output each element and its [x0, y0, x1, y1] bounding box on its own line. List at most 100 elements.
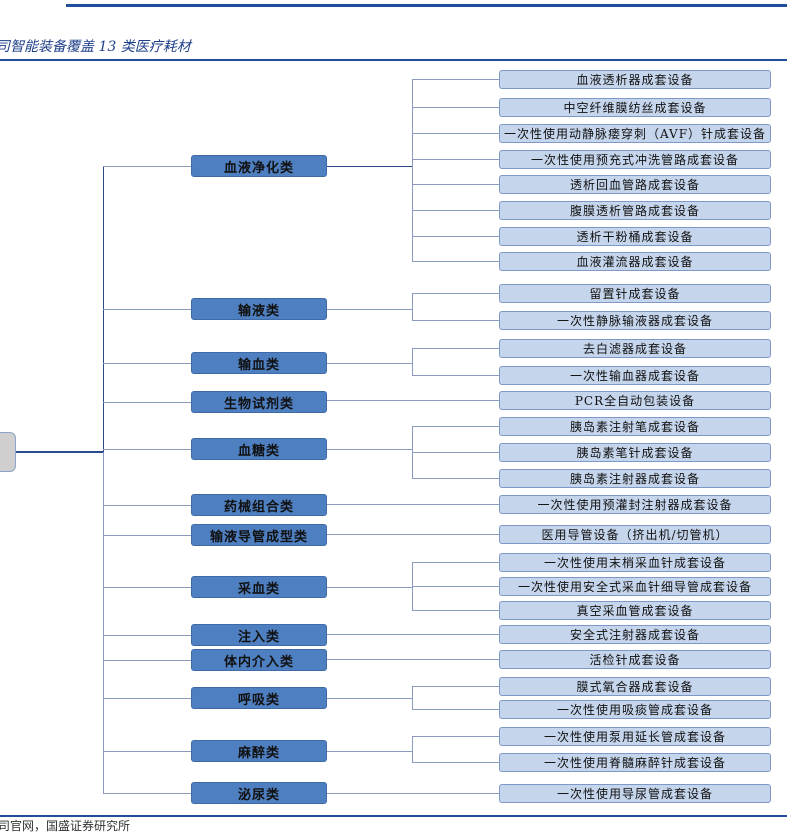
- connector-line: [327, 504, 499, 505]
- equipment-node: 真空采血管成套设备: [499, 601, 771, 620]
- connector-line: [412, 736, 499, 737]
- connector-line: [103, 635, 191, 636]
- category-node: 生物试剂类: [191, 391, 327, 413]
- category-node: 输液类: [191, 298, 327, 320]
- equipment-node: 腹膜透析管路成套设备: [499, 201, 771, 220]
- source-note: 司官网，国盛证券研究所: [0, 819, 131, 833]
- equipment-node: 一次性静脉输液器成套设备: [499, 311, 771, 330]
- connector-line: [412, 375, 499, 376]
- connector-line: [327, 698, 412, 699]
- equipment-node: 一次性使用安全式采血针细导管成套设备: [499, 577, 771, 596]
- connector-line: [412, 79, 499, 80]
- connector-line: [327, 363, 412, 364]
- connector-line: [412, 261, 499, 262]
- connector-line: [412, 79, 413, 261]
- connector-line: [327, 309, 412, 310]
- equipment-node: 血液透析器成套设备: [499, 70, 771, 89]
- connector-line: [412, 210, 499, 211]
- connector-line: [327, 449, 412, 450]
- connector-line: [327, 587, 412, 588]
- category-node: 血液净化类: [191, 155, 327, 177]
- connector-line: [412, 320, 499, 321]
- category-node: 泌尿类: [191, 782, 327, 804]
- connector-line: [16, 451, 104, 453]
- connector-line: [327, 534, 499, 535]
- equipment-node: 一次性使用动静脉瘘穿刺（AVF）针成套设备: [499, 124, 771, 143]
- category-node: 药械组合类: [191, 494, 327, 516]
- connector-line: [103, 402, 191, 403]
- equipment-node: 胰岛素注射器成套设备: [499, 469, 771, 488]
- connector-line: [412, 478, 499, 479]
- equipment-node: 一次性使用预灌封注射器成套设备: [499, 495, 771, 514]
- footer-rule: [0, 815, 787, 817]
- connector-line: [103, 449, 191, 450]
- connector-line: [103, 698, 191, 699]
- equipment-node: PCR全自动包装设备: [499, 391, 771, 410]
- equipment-node: 去白滤器成套设备: [499, 339, 771, 358]
- connector-line: [103, 751, 191, 752]
- figure-title: 司智能装备覆盖 13 类医疗耗材: [0, 39, 191, 55]
- connector-line: [103, 793, 191, 794]
- connector-line: [412, 348, 413, 375]
- connector-line: [412, 348, 499, 349]
- connector-line: [412, 426, 499, 427]
- equipment-node: 一次性使用末梢采血针成套设备: [499, 553, 771, 572]
- connector-line: [412, 236, 499, 237]
- connector-line: [412, 293, 499, 294]
- connector-line: [412, 686, 499, 687]
- equipment-node: 膜式氧合器成套设备: [499, 677, 771, 696]
- connector-line: [412, 586, 499, 587]
- connector-line: [327, 634, 499, 635]
- equipment-node: 安全式注射器成套设备: [499, 625, 771, 644]
- equipment-node: 透析回血管路成套设备: [499, 175, 771, 194]
- equipment-node: 医用导管设备（挤出机/切管机）: [499, 525, 771, 544]
- connector-line: [412, 133, 499, 134]
- equipment-node: 血液灌流器成套设备: [499, 252, 771, 271]
- category-node: 呼吸类: [191, 687, 327, 709]
- equipment-node: 一次性使用预充式冲洗管路成套设备: [499, 150, 771, 169]
- connector-line: [412, 452, 499, 453]
- equipment-node: 一次性输血器成套设备: [499, 366, 771, 385]
- connector-line: [103, 587, 191, 588]
- equipment-node: 胰岛素笔针成套设备: [499, 443, 771, 462]
- connector-line: [103, 166, 191, 167]
- connector-line: [327, 400, 499, 401]
- connector-line: [412, 610, 499, 611]
- equipment-node: 透析干粉桶成套设备: [499, 227, 771, 246]
- root-node: [0, 432, 16, 472]
- category-node: 输血类: [191, 352, 327, 374]
- equipment-node: 一次性使用脊髓麻醉针成套设备: [499, 753, 771, 772]
- connector-line: [103, 535, 191, 536]
- equipment-node: 留置针成套设备: [499, 284, 771, 303]
- connector-line: [103, 309, 191, 310]
- category-node: 麻醉类: [191, 740, 327, 762]
- connector-line: [327, 793, 499, 794]
- connector-line: [412, 293, 413, 320]
- category-node: 体内介入类: [191, 649, 327, 671]
- header-rule-top: [66, 4, 787, 7]
- category-node: 采血类: [191, 576, 327, 598]
- connector-line: [412, 107, 499, 108]
- connector-line: [412, 686, 413, 709]
- connector-line: [103, 660, 191, 661]
- equipment-node: 活检针成套设备: [499, 650, 771, 669]
- connector-line: [412, 184, 499, 185]
- category-node: 输液导管成型类: [191, 524, 327, 546]
- connector-line: [103, 166, 104, 793]
- equipment-node: 中空纤维膜纺丝成套设备: [499, 98, 771, 117]
- connector-line: [327, 751, 412, 752]
- connector-line: [103, 505, 191, 506]
- connector-line: [412, 709, 499, 710]
- connector-line: [412, 762, 499, 763]
- equipment-node: 一次性使用导尿管成套设备: [499, 784, 771, 803]
- connector-line: [412, 736, 413, 762]
- connector-line: [327, 659, 499, 660]
- connector-line: [103, 363, 191, 364]
- category-node: 血糖类: [191, 438, 327, 460]
- category-node: 注入类: [191, 624, 327, 646]
- header-rule: [0, 59, 787, 61]
- connector-line: [412, 562, 499, 563]
- connector-line: [412, 159, 499, 160]
- connector-line: [327, 166, 412, 167]
- equipment-node: 一次性使用吸痰管成套设备: [499, 700, 771, 719]
